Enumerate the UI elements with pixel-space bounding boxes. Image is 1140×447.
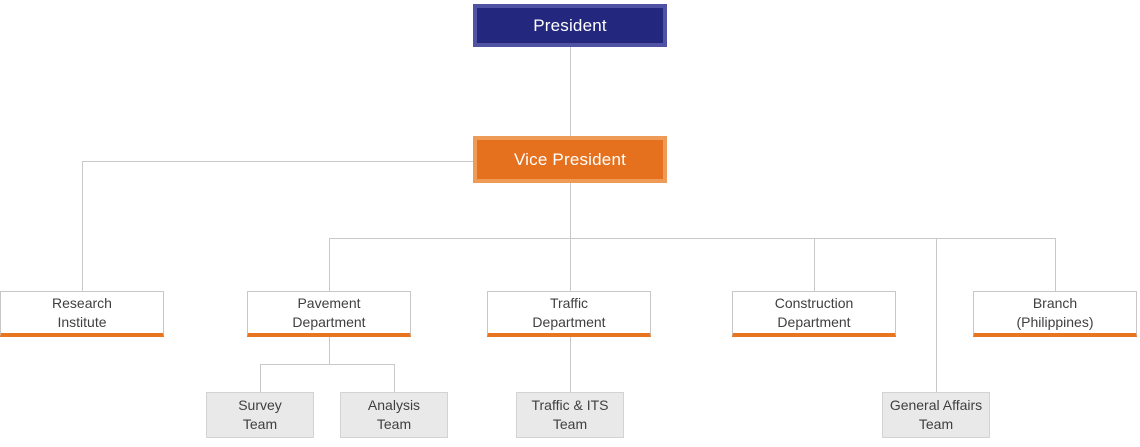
connector-drop-survey-team <box>260 364 261 392</box>
connector-drop-construction-department <box>814 238 815 291</box>
department-label-line1: Construction <box>774 294 854 311</box>
team-label-line1: General Affairs <box>889 397 983 413</box>
team-label-line2: Team <box>376 416 412 432</box>
department-label-line1: Research <box>52 294 112 311</box>
department-box-branch-philippines: Branch (Philippines) <box>973 291 1137 337</box>
team-box-analysis-team: Analysis Team <box>340 392 448 438</box>
department-box-pavement-department: Pavement Department <box>247 291 411 337</box>
connector-drop-analysis-team <box>394 364 395 392</box>
team-label-line1: Traffic & ITS <box>531 397 609 413</box>
team-label-line1: Survey <box>238 397 282 413</box>
department-label-line2: Department <box>532 313 606 330</box>
department-box-construction-department: Construction Department <box>732 291 896 337</box>
department-label-line2: (Philippines) <box>1016 313 1094 330</box>
connector-drop-pavement-department <box>329 238 330 291</box>
connector-drop-branch-philippines <box>1055 238 1056 291</box>
team-box-survey-team: Survey Team <box>206 392 314 438</box>
connector-drop-general-affairs-team <box>936 238 937 392</box>
connector-pavement-to-teams-stem <box>329 337 330 364</box>
connector-traffic-to-traffic-its-team <box>570 337 571 392</box>
department-label-line2: Department <box>292 313 366 330</box>
team-label-line1: Analysis <box>367 397 421 413</box>
department-box-traffic-department: Traffic Department <box>487 291 651 337</box>
connector-departments-horizontal <box>329 238 1055 239</box>
team-label-line2: Team <box>552 416 588 432</box>
vice-president-box: Vice President <box>473 136 667 183</box>
department-label-line2: Institute <box>57 313 107 330</box>
president-box: President <box>473 4 667 47</box>
department-label-line1: Traffic <box>549 294 589 311</box>
department-label-line1: Branch <box>1032 294 1078 311</box>
connector-pavement-teams-horizontal <box>260 364 395 365</box>
connector-vice-president-to-research-horizontal <box>82 161 473 162</box>
president-label: President <box>533 15 607 35</box>
team-label-line2: Team <box>918 416 954 432</box>
connector-drop-research-institute <box>82 161 83 291</box>
team-box-traffic-its-team: Traffic & ITS Team <box>516 392 624 438</box>
team-label-line2: Team <box>242 416 278 432</box>
team-box-general-affairs-team: General Affairs Team <box>882 392 990 438</box>
department-label-line1: Pavement <box>297 294 361 311</box>
department-box-research-institute: Research Institute <box>0 291 164 337</box>
connector-president-to-vice-president <box>570 47 571 136</box>
department-label-line2: Department <box>777 313 851 330</box>
vice-president-label: Vice President <box>513 149 627 169</box>
connector-vice-president-to-traffic-department <box>570 183 571 291</box>
